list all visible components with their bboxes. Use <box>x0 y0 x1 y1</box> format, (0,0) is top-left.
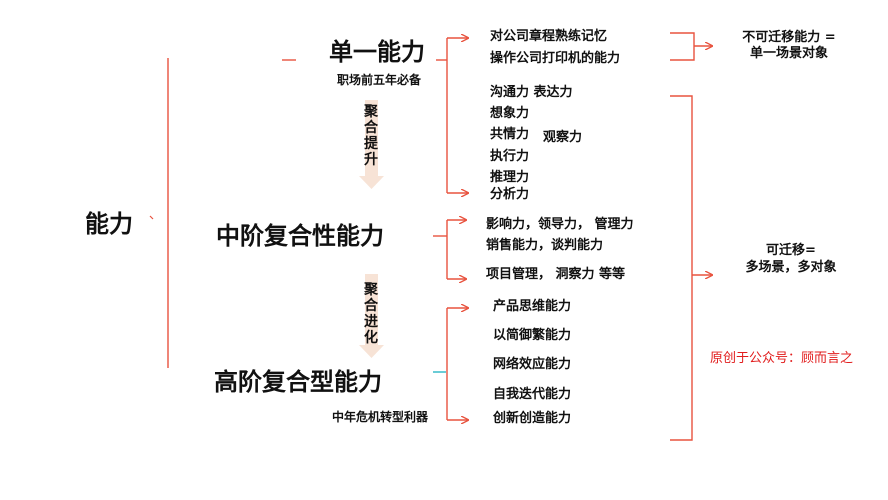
non-transferable-bracket <box>670 32 695 61</box>
conclusion-line: 不可迁移能力 = <box>742 30 836 45</box>
list-item: 想象力 <box>490 106 530 121</box>
list-item: 分析力 <box>490 187 530 202</box>
list-item: 共情力 <box>490 127 530 142</box>
level-single-note: 职场前五年必备 <box>337 73 422 87</box>
down-arrow-1 <box>359 100 384 189</box>
list-item: 观察力 <box>543 130 583 145</box>
list-item: 影响力，领导力， 管理力 <box>486 217 634 232</box>
conclusion-non-transferable: 不可迁移能力 = 单一场景对象 <box>734 31 844 60</box>
list-item: 对公司章程熟练记忆 <box>490 29 608 44</box>
list-item: 操作公司打印机的能力 <box>490 51 621 66</box>
conclusion-line: 单一场景对象 <box>749 46 828 61</box>
conclusion-transferable: 可迁移= 多场景，多对象 <box>736 244 846 274</box>
level-single-title: 单一能力 <box>329 38 425 66</box>
list-item: 网络效应能力 <box>493 357 572 372</box>
root-tick <box>149 215 154 220</box>
transferable-bracket <box>670 95 693 441</box>
list-item: 以简御繁能力 <box>493 328 572 343</box>
down-arrow-2 <box>359 274 384 358</box>
list-item: 产品思维能力 <box>493 299 572 314</box>
list-item: 创新创造能力 <box>493 411 572 426</box>
level-mid-title: 中阶复合性能力 <box>216 222 384 250</box>
conclusion-line: 可迁移= <box>766 243 816 258</box>
list-item: 项目管理， 洞察力 等等 <box>486 267 626 282</box>
level-high-note: 中年危机转型利器 <box>332 410 429 424</box>
list-item: 沟通力 表达力 <box>490 85 573 100</box>
root-label: 能力 <box>85 210 133 238</box>
conclusion-line: 多场景，多对象 <box>745 260 837 275</box>
level-high-title: 高阶复合型能力 <box>214 368 382 396</box>
transition-first: 聚合提升 <box>364 104 378 168</box>
list-item: 自我迭代能力 <box>493 387 572 402</box>
list-item: 推理力 <box>490 170 530 185</box>
transition-second: 聚合进化 <box>364 282 378 346</box>
list-item: 执行力 <box>490 149 530 164</box>
credit-text: 原创于公众号：顾而言之 <box>710 351 854 366</box>
list-item: 销售能力，谈判能力 <box>486 238 604 253</box>
